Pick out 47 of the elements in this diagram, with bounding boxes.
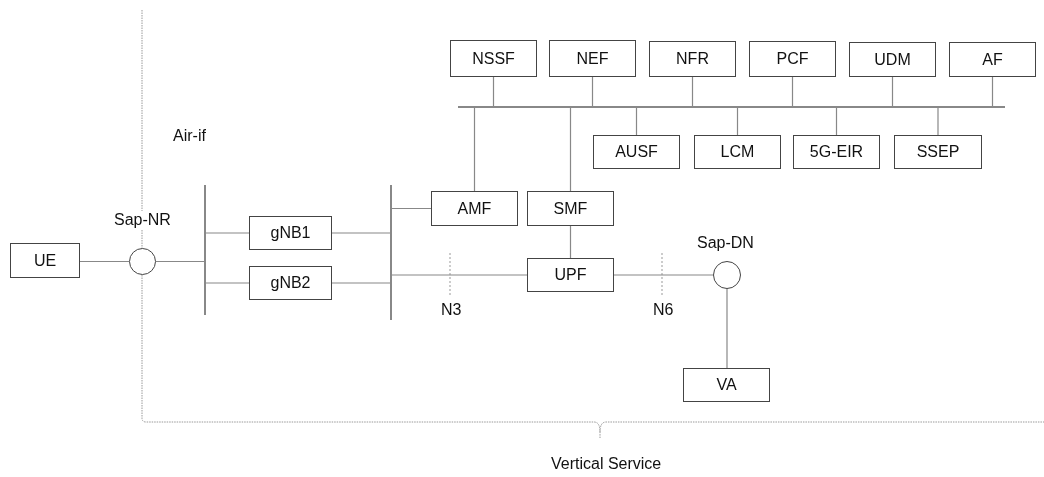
function-box: SMF (527, 191, 614, 226)
service-access-point-circle (713, 261, 741, 289)
connector-line (937, 107, 939, 136)
connector-line (891, 76, 894, 107)
function-box: gNB2 (249, 266, 332, 300)
connector-line (591, 76, 594, 107)
function-box: UDM (849, 42, 936, 77)
connector-line (205, 232, 250, 234)
service-access-point-circle (129, 248, 156, 275)
connector-line (391, 274, 528, 276)
function-box: LCM (694, 135, 781, 169)
connector-line (613, 274, 714, 276)
function-box: NFR (649, 41, 736, 77)
connector-line (569, 107, 572, 192)
connector-line (791, 76, 794, 107)
connector-line (331, 282, 391, 284)
function-box: PCF (749, 41, 836, 77)
interface-label: Sap-DN (696, 234, 755, 252)
connector-line (79, 260, 130, 263)
connector-line (726, 288, 728, 369)
connector-line (473, 107, 476, 192)
function-box: AF (949, 42, 1036, 77)
function-box: UPF (527, 258, 614, 292)
connector-line (569, 225, 572, 259)
function-box: 5G-EIR (793, 135, 880, 169)
function-box: gNB1 (249, 216, 332, 250)
function-box: UE (10, 243, 80, 278)
connector-line (691, 76, 694, 107)
connector-line (835, 107, 838, 136)
connector-line (331, 232, 391, 234)
connector-line (492, 76, 495, 107)
function-box: VA (683, 368, 770, 402)
connector-line (155, 260, 205, 263)
connector-line (991, 76, 994, 107)
function-box: AMF (431, 191, 518, 226)
function-box: AUSF (593, 135, 680, 169)
bus-line (390, 185, 392, 320)
bus-line (458, 106, 1005, 108)
function-box: SSEP (894, 135, 982, 169)
interface-label: Sap-NR (113, 211, 172, 229)
connector-line (736, 107, 739, 136)
bus-line (204, 185, 206, 315)
function-box: NEF (549, 40, 636, 77)
function-box: NSSF (450, 40, 537, 77)
connector-line (635, 107, 638, 136)
connector-line (205, 282, 250, 284)
connector-line (391, 207, 432, 210)
